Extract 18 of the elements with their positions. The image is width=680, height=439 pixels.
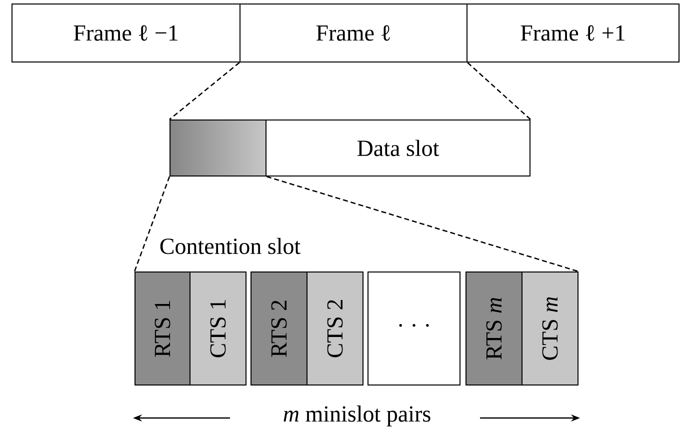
cts-minislot: CTS 1 <box>190 272 246 386</box>
frame-box: Frame ℓ <box>240 4 468 62</box>
zoom-line <box>467 62 531 120</box>
zoom-line <box>134 176 170 272</box>
label: m minislot pairs <box>284 406 430 426</box>
zoom-line <box>266 176 579 272</box>
rts-minislot: RTS m <box>466 272 522 386</box>
contention-slot-box <box>170 120 266 176</box>
frame-box: Frame ℓ −1 <box>12 4 240 62</box>
ellipsis-slot: · · · <box>368 272 460 386</box>
frame-box: Frame ℓ +1 <box>466 4 680 62</box>
zoom-line <box>169 62 240 120</box>
label: Contention slot <box>160 238 300 254</box>
cts-minislot: CTS 2 <box>306 272 364 386</box>
frame-box: Data slot <box>266 120 530 176</box>
rts-minislot: RTS 2 <box>250 272 308 386</box>
rts-minislot: RTS 1 <box>134 272 190 386</box>
cts-minislot: CTS m <box>522 272 578 386</box>
